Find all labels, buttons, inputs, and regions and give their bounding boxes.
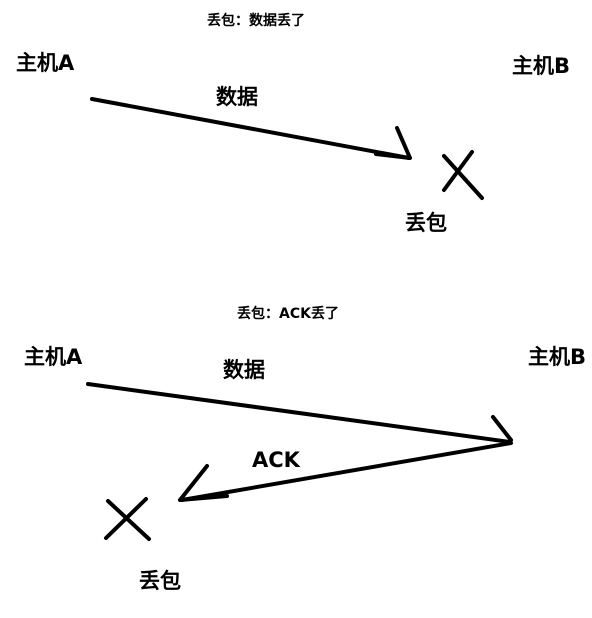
scenario1-loss-label: 丢包	[405, 211, 447, 235]
scenario2-data-arrow	[86, 382, 513, 444]
scenario2-host-b: 主机B	[528, 345, 587, 369]
scenario1-loss-mark	[442, 150, 484, 200]
scenario2-ack-arrow	[178, 441, 513, 502]
scenario2-loss-label: 丢包	[139, 569, 181, 593]
scenario2-ack-arrow-head	[178, 464, 229, 502]
scenario2-ack-arrow-shaft	[180, 441, 513, 502]
scenario1-data-arrow-shaft	[90, 97, 411, 160]
scenario2-data-arrow-head	[491, 415, 513, 442]
scenario1-data-arrow-head	[374, 126, 412, 160]
scenario2-data-label: 数据	[223, 358, 265, 382]
scenario2-loss-mark-stroke-2	[104, 497, 148, 540]
scenario1-title: 丢包：数据丢了	[207, 13, 305, 29]
scenario2-title: 丢包：ACK丢了	[237, 306, 339, 322]
scenario1-host-a: 主机A	[16, 51, 75, 75]
scenario1-data-arrow	[90, 97, 412, 160]
scenario2-ack-label: ACK	[252, 448, 300, 472]
scenario1-data-label: 数据	[216, 85, 258, 109]
scenario1-loss-mark-stroke-2	[442, 150, 474, 192]
scenario2-loss-mark	[104, 497, 151, 541]
scenario2-host-a: 主机A	[24, 345, 83, 369]
scenario1-host-b: 主机B	[512, 54, 571, 78]
scenario1-loss-mark-stroke-1	[442, 154, 484, 200]
scenario2-data-arrow-shaft	[86, 382, 512, 444]
scenario2-loss-mark-stroke-1	[106, 499, 151, 541]
